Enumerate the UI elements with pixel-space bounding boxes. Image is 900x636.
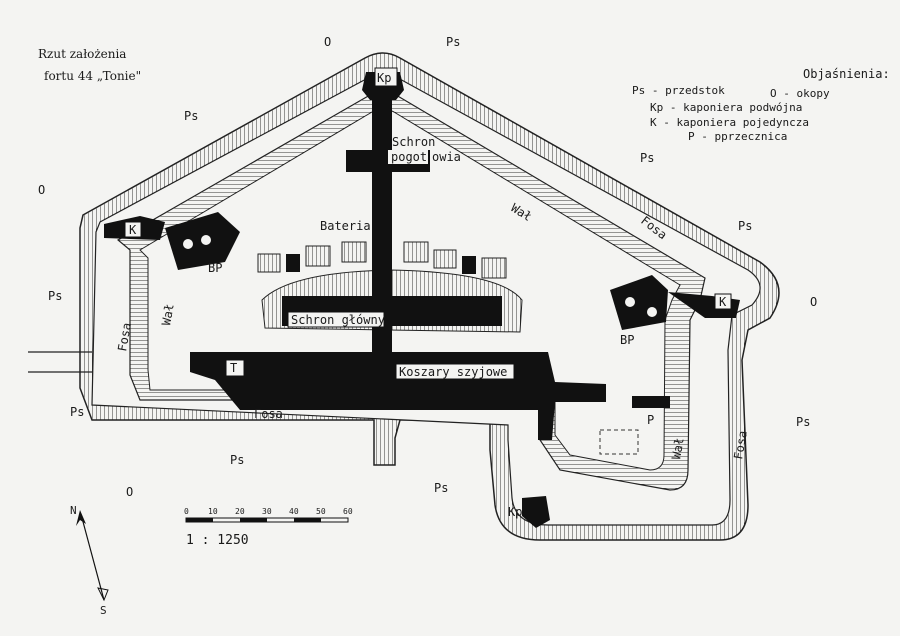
- legend-item-k: K - kaponiera pojedyncza: [650, 116, 809, 129]
- label-ps-left-top: Ps: [184, 109, 198, 123]
- label-kp-top: Kp: [377, 71, 391, 85]
- label-fosa-right: Fosa: [731, 430, 750, 461]
- label-fosa-bottom: Fosa: [254, 407, 283, 421]
- scale-tick: 20: [235, 507, 245, 516]
- label-ps-right-bottom: Ps: [796, 415, 810, 429]
- label-schron-pogotowia-2: pogot: [391, 150, 427, 164]
- label-k-right: K: [719, 295, 727, 309]
- label-schron-glowny: Schron główny: [291, 313, 385, 327]
- legend-item-o: O - okopy: [770, 87, 830, 100]
- legend-item-p: P - pprzecznica: [688, 130, 787, 143]
- plan-title-line2: fortu 44 „Tonie": [44, 69, 141, 83]
- label-bateria: Bateria: [320, 219, 371, 233]
- scale-tick: 50: [316, 507, 326, 516]
- label-o-top: O: [324, 35, 331, 49]
- label-ps-left: Ps: [48, 289, 62, 303]
- label-wal-right: Wał: [669, 437, 687, 461]
- label-ps-top: Ps: [446, 35, 460, 49]
- label-bp-right: BP: [620, 333, 634, 347]
- label-ps-bottom-right: Ps: [434, 481, 448, 495]
- scale-ratio: 1 : 1250: [186, 533, 249, 548]
- label-o-bottom: O: [126, 485, 133, 499]
- legend-item-kp: Kp - kaponiera podwójna: [650, 101, 802, 114]
- scale-tick: 60: [343, 507, 353, 516]
- label-bp-left: BP: [208, 261, 222, 275]
- label-schron-pogotowia-1: Schron: [392, 135, 435, 149]
- legend-heading: Objaśnienia:: [803, 67, 890, 81]
- legend-item-ps: Ps - przedstok: [632, 84, 725, 97]
- label-o-left: O: [38, 183, 45, 197]
- compass-south-label: S: [100, 604, 107, 617]
- label-ps-right: Ps: [738, 219, 752, 233]
- label-ps-bottom: Ps: [230, 453, 244, 467]
- label-t: T: [230, 361, 237, 375]
- compass-north-label: N: [70, 504, 77, 517]
- scale-tick: 0: [184, 507, 189, 516]
- plan-title-line1: Rzut założenia: [38, 47, 126, 61]
- label-wal-left: Wał: [159, 303, 177, 327]
- scale-tick: 10: [208, 507, 218, 516]
- scale-tick: 40: [289, 507, 299, 516]
- label-p: P: [647, 413, 654, 427]
- scale-bar: 0 10 20 30 40 50 60 1 : 1250: [184, 507, 353, 548]
- label-ps-left-bottom: Ps: [70, 405, 84, 419]
- label-schron-pogotowia-3: owia: [432, 150, 461, 164]
- scale-tick: 30: [262, 507, 272, 516]
- label-kp-bottom: Kp: [508, 505, 522, 519]
- label-fosa-left: Fosa: [115, 322, 134, 353]
- label-koszary: Koszary szyjowe: [399, 365, 507, 379]
- battery-positions: [257, 241, 507, 279]
- label-ps-right-top: Ps: [640, 151, 654, 165]
- north-arrow-icon: N S: [70, 504, 109, 617]
- label-o-right: O: [810, 295, 817, 309]
- label-k-left: K: [129, 223, 137, 237]
